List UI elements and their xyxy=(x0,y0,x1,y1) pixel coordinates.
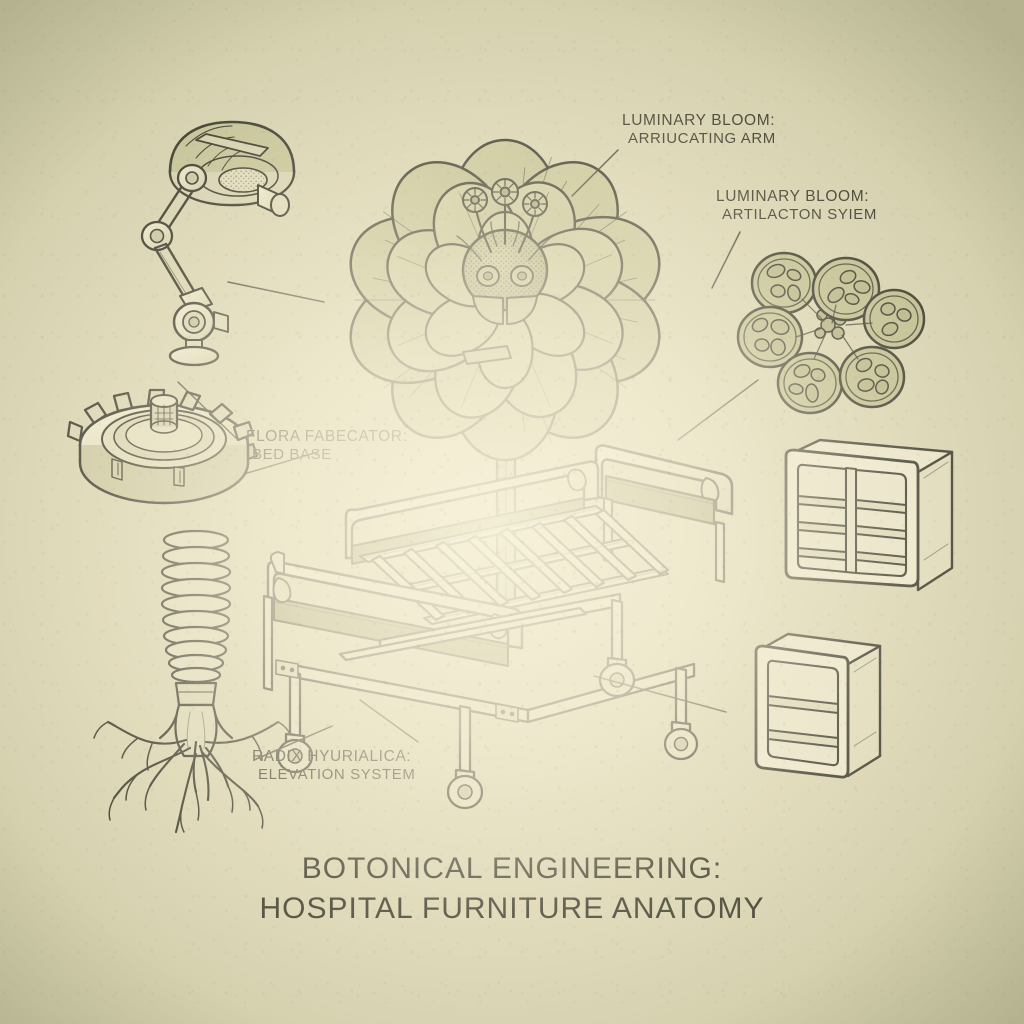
label-line-2: ARRIUCATING ARM xyxy=(628,130,776,148)
title-line-1: BOTONICAL ENGINEERING: xyxy=(301,852,723,885)
leader-line-2 xyxy=(711,231,741,289)
label-flora-fabecator-bed-base: FLORA FABECATOR: BED BASE xyxy=(246,428,407,464)
shelf-cabinet-small-illustration xyxy=(754,632,882,779)
label-luminary-bloom-articulating-arm: LUMINARY BLOOM: ARRIUCATING ARM xyxy=(622,112,776,148)
lamp-base-mount xyxy=(168,286,229,367)
gear-base-illustration xyxy=(66,388,259,505)
articulating-lamp-illustration xyxy=(140,120,296,367)
label-line-1: FLORA FABECATOR: xyxy=(246,428,408,445)
leader-line-lamp xyxy=(227,281,325,303)
seed-pod-cluster-illustration xyxy=(736,251,926,415)
spring-root-illustration xyxy=(93,529,293,834)
title-line-2: HOSPITAL FURNITURE ANATOMY xyxy=(259,892,765,925)
shelf-cabinet-wide-illustration xyxy=(784,438,954,592)
label-line-2: ELEVATION SYSTEM xyxy=(258,766,416,784)
label-line-2: ARTILACTON SYIEM xyxy=(722,206,877,224)
label-line-1: RADIX HYURIALICA: xyxy=(252,748,412,765)
seed-disc xyxy=(862,288,926,350)
label-line-2: BED BASE xyxy=(252,446,332,464)
leader-line-seeds xyxy=(677,379,759,441)
label-radix-hyuralica-elevation-system: RADIX HYURIALICA: ELEVATION SYSTEM xyxy=(252,748,415,784)
seed-disc xyxy=(838,345,906,409)
leader-line-4 xyxy=(359,699,419,743)
label-luminary-bloom-articulation-system: LUMINARY BLOOM: ARTILACTON SYIEM xyxy=(716,188,877,224)
label-line-1: LUMINARY BLOOM: xyxy=(622,112,776,129)
coil-spring xyxy=(160,529,232,684)
seed-disc xyxy=(776,351,844,415)
page-title: BOTONICAL ENGINEERING: HOSPITAL FURNITUR… xyxy=(0,852,1024,926)
label-line-1: LUMINARY BLOOM: xyxy=(716,188,870,205)
